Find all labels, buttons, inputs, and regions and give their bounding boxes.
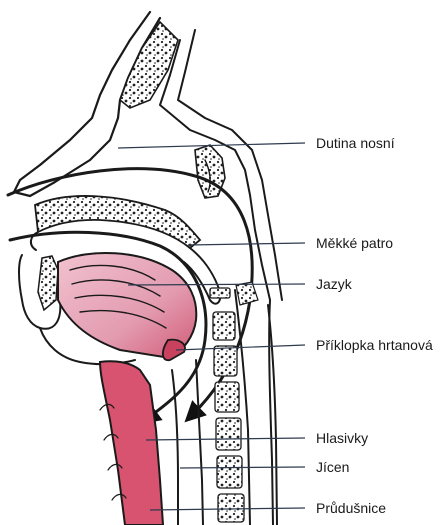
label-esophagus: Jícen	[316, 459, 349, 475]
label-tongue: Jazyk	[316, 276, 353, 292]
label-trachea: Průdušnice	[316, 500, 386, 516]
label-vocal-cords: Hlasivky	[316, 430, 368, 446]
label-soft-palate: Měkké patro	[316, 235, 393, 251]
label-epiglottis: Příklopka hrtanová	[316, 337, 433, 353]
vertebral-column	[210, 282, 277, 525]
hard-palate	[31, 196, 200, 250]
nasal-bone-structure	[14, 12, 282, 300]
lips-and-teeth	[19, 255, 60, 329]
label-nasal-cavity: Dutina nosní	[316, 135, 395, 151]
larynx-airway	[100, 361, 163, 525]
